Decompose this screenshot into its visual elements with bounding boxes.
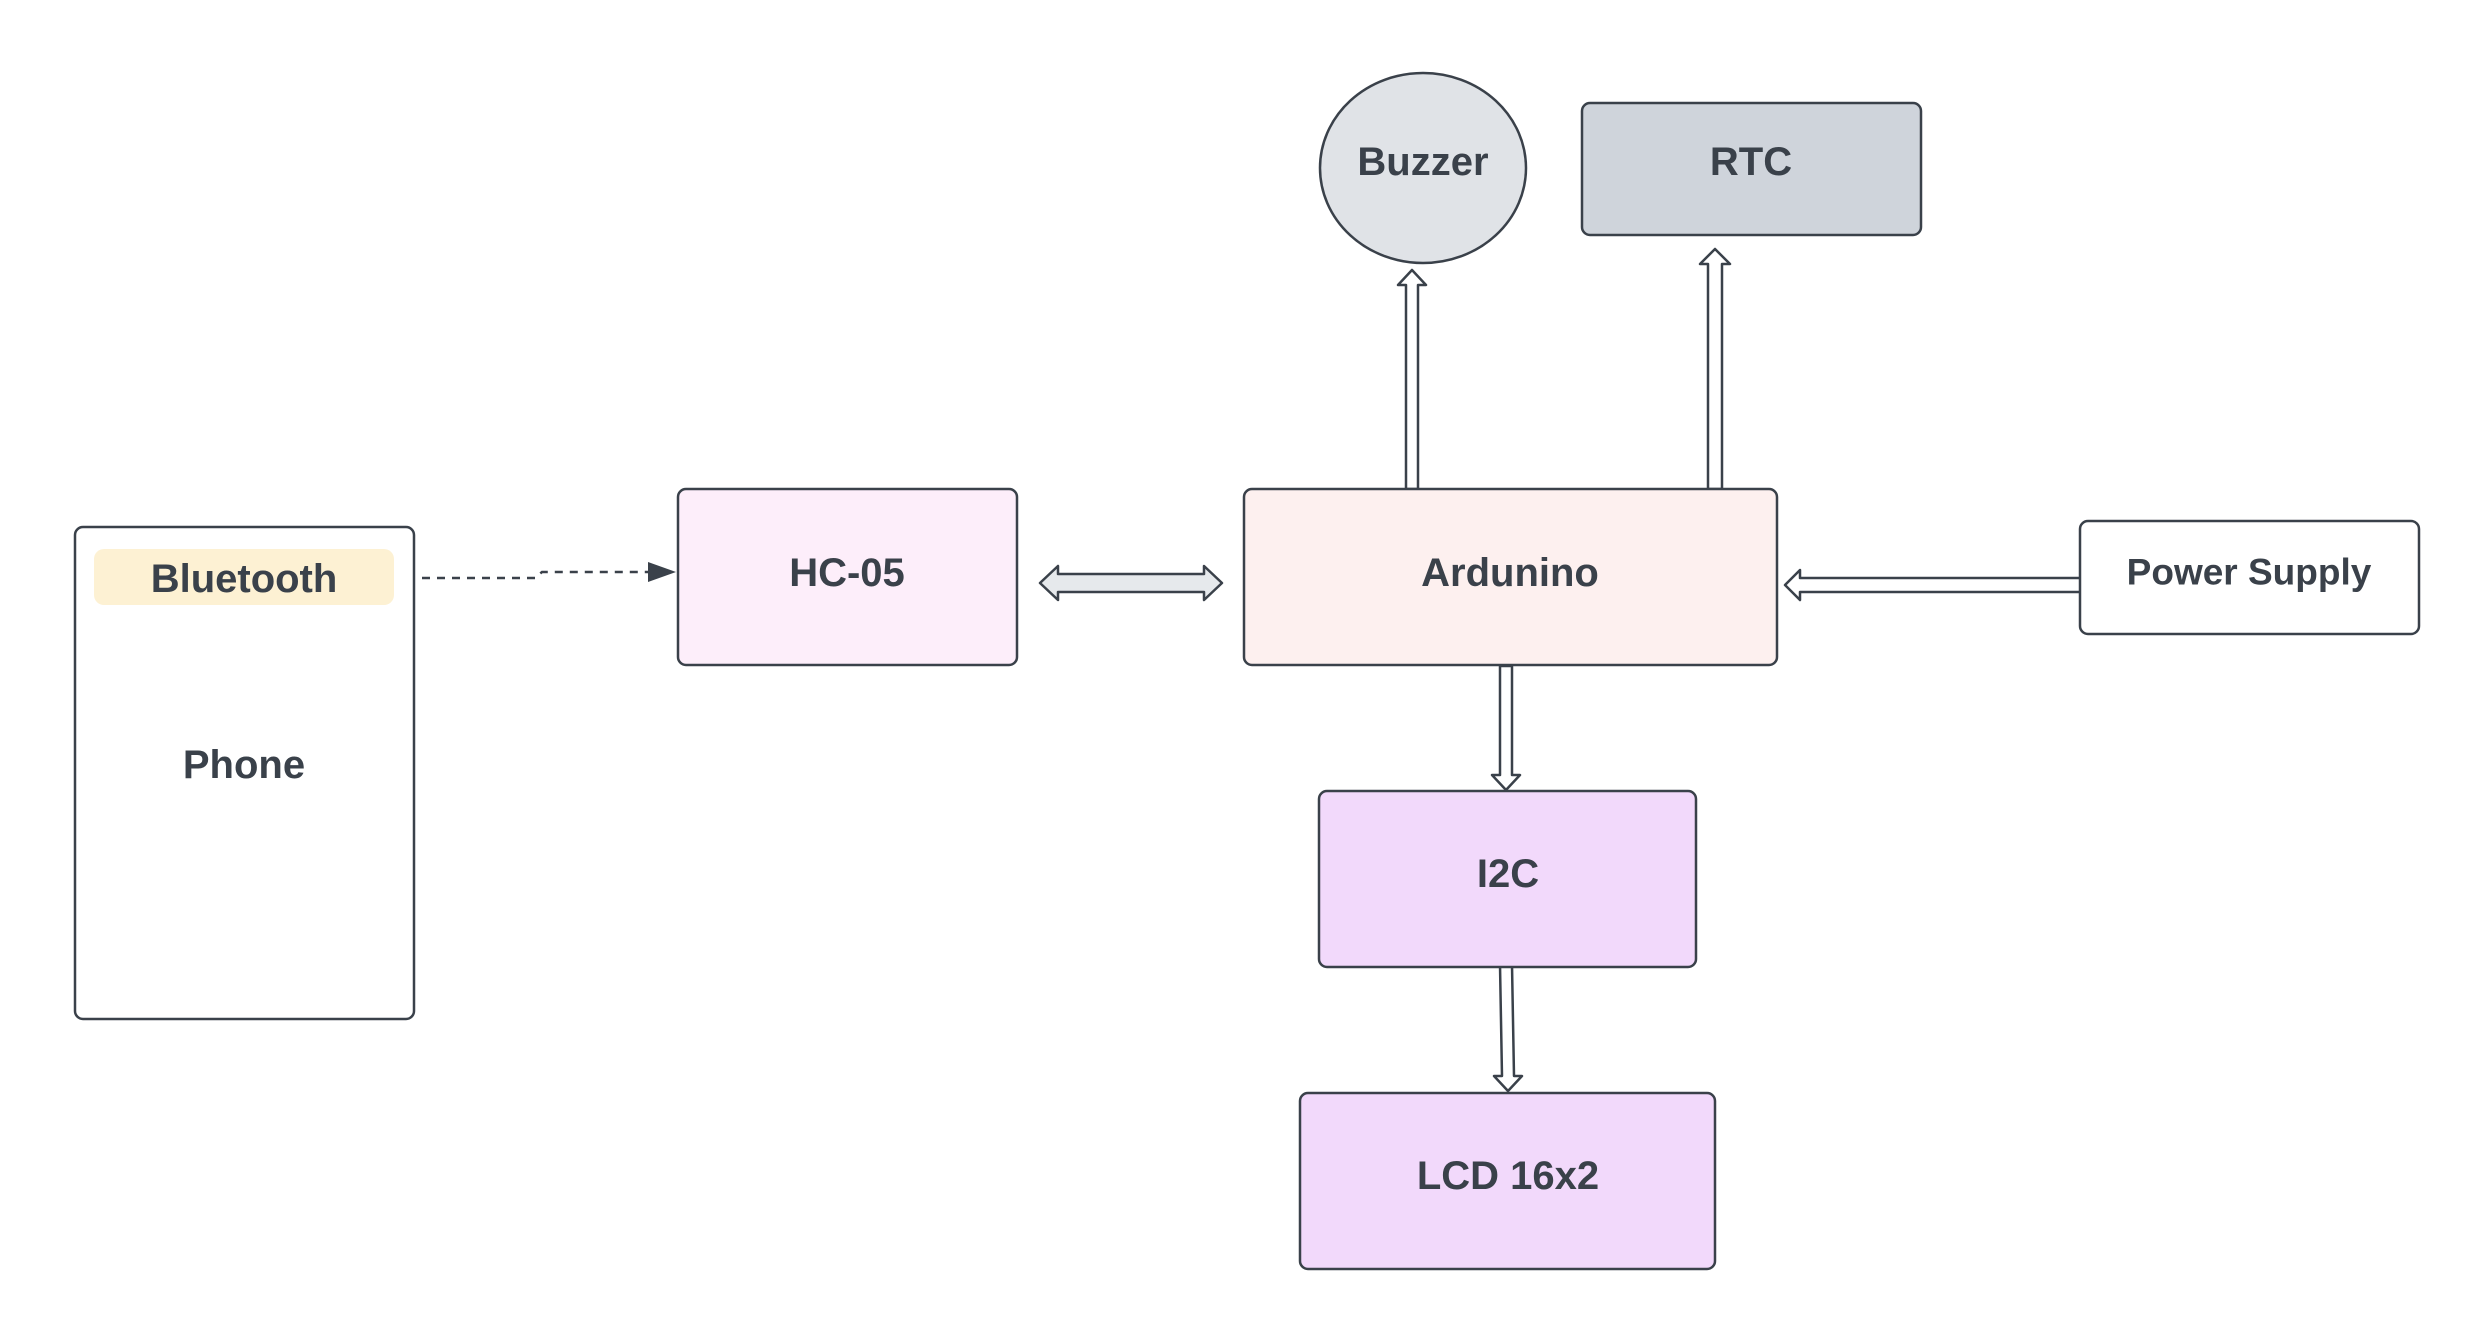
node-rtc[interactable]: RTC (1580, 101, 1923, 237)
connector-arduino-i2c (1490, 664, 1522, 792)
node-i2c-label: I2C (1477, 852, 1539, 896)
connector-arduino-rtc (1698, 247, 1732, 491)
node-hc05[interactable]: HC-05 (676, 487, 1019, 667)
down-arrow-icon (1490, 664, 1522, 792)
double-arrow-icon (1038, 564, 1224, 602)
connector-i2c-lcd (1492, 963, 1524, 1093)
up-arrow-icon (1396, 268, 1428, 491)
node-power-supply[interactable]: Power Supply (2078, 519, 2421, 636)
up-arrow-icon (1698, 247, 1732, 491)
node-phone[interactable]: Phone (73, 525, 416, 1021)
node-bluetooth-label: Bluetooth (151, 557, 338, 601)
node-rtc-label: RTC (1710, 140, 1792, 184)
node-buzzer-label: Buzzer (1357, 140, 1488, 184)
connector-power-arduino (1783, 568, 2087, 602)
node-bluetooth[interactable]: Bluetooth (94, 549, 394, 605)
node-buzzer[interactable]: Buzzer (1318, 71, 1528, 265)
connector-hc05-arduino (1038, 564, 1224, 602)
node-arduino[interactable]: Ardunino (1242, 487, 1779, 667)
arrowhead-icon (648, 562, 676, 582)
node-phone-label: Phone (183, 743, 305, 787)
connector-arduino-buzzer (1396, 268, 1428, 491)
connector-bluetooth-hc05 (392, 562, 676, 582)
node-lcd-label: LCD 16x2 (1417, 1154, 1599, 1198)
node-i2c[interactable]: I2C (1317, 789, 1698, 969)
down-arrow-icon (1492, 963, 1524, 1093)
node-hc05-label: HC-05 (789, 551, 905, 595)
node-power-supply-label: Power Supply (2127, 552, 2372, 593)
left-arrow-icon (1783, 568, 2087, 602)
node-arduino-label: Ardunino (1421, 551, 1599, 595)
node-lcd[interactable]: LCD 16x2 (1298, 1091, 1717, 1271)
